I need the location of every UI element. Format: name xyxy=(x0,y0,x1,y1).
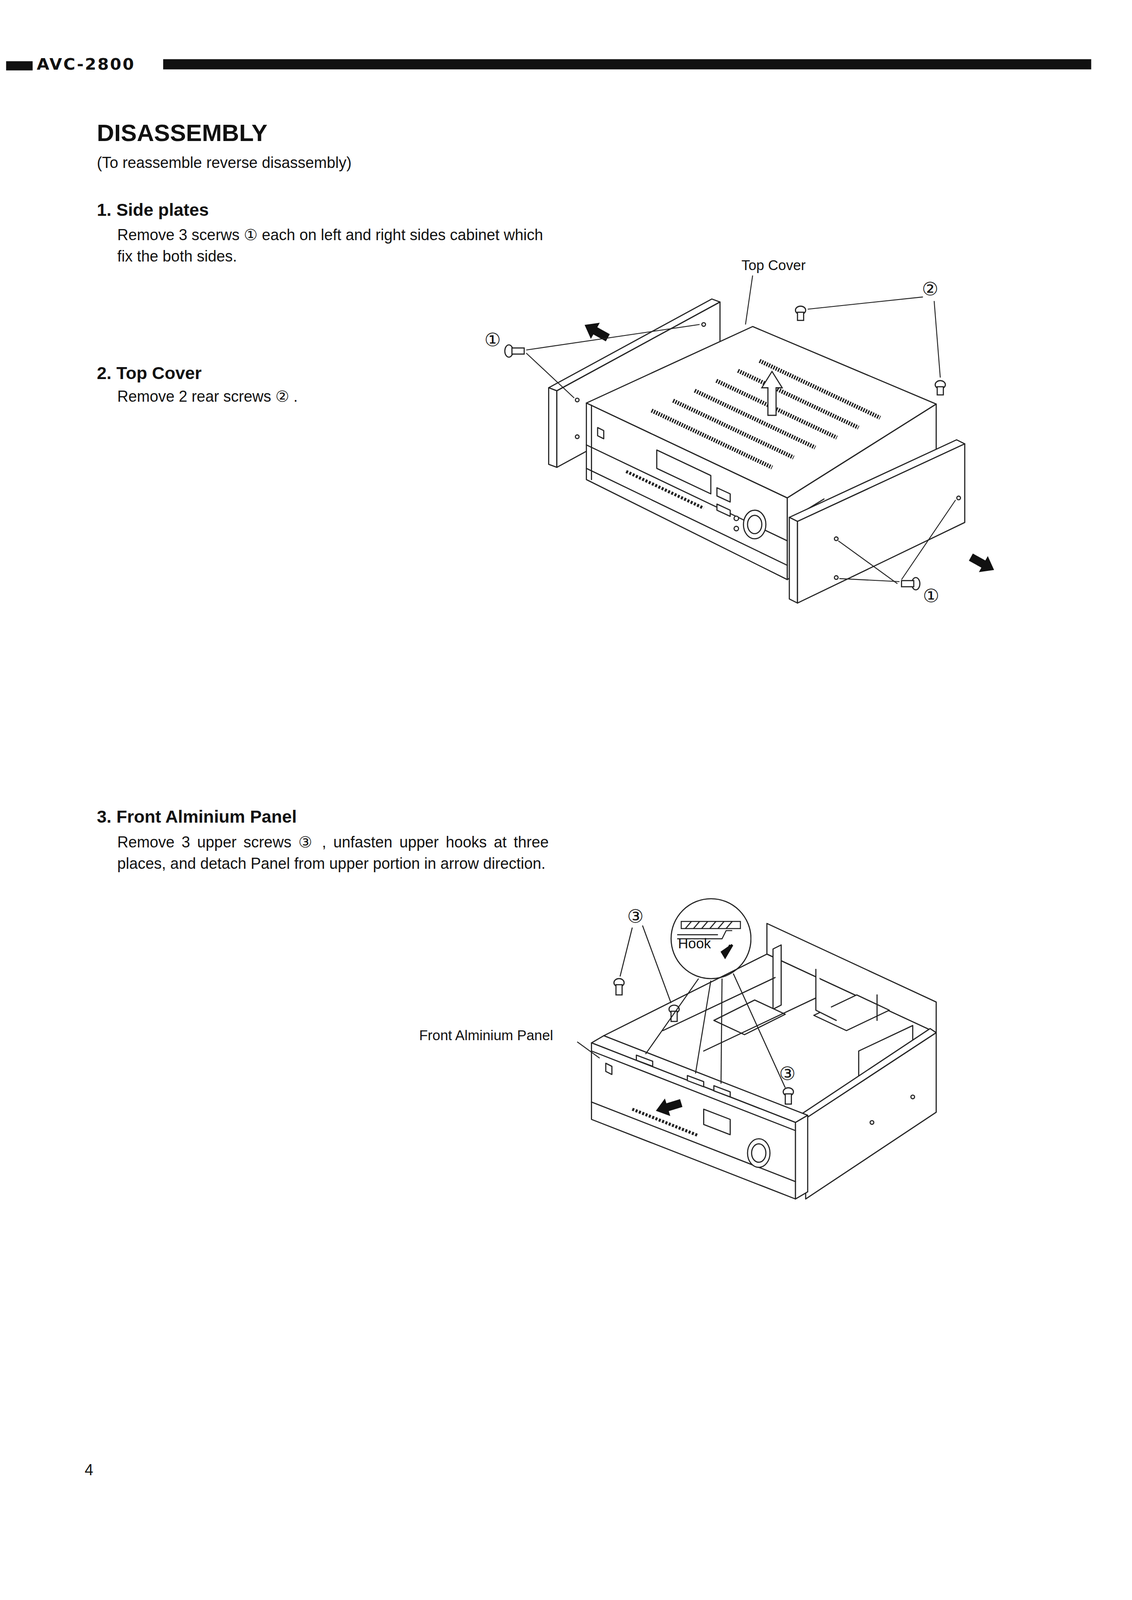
page-title: DISASSEMBLY xyxy=(96,119,268,147)
detail-inset-circle: Hook xyxy=(670,897,752,980)
model-name: AVC-2800 xyxy=(36,55,136,74)
callout-number: ① xyxy=(923,585,940,607)
step-text: Remove 3 scerws ① each on left and right… xyxy=(117,224,562,267)
part-name: Front Alminium Panel xyxy=(419,1026,554,1044)
callout-number: ③ xyxy=(779,1062,796,1084)
step-text: Remove 2 rear screws ② . xyxy=(117,387,298,405)
callout-number: ① xyxy=(484,329,502,351)
step-heading: 2. Top Cover xyxy=(96,363,202,384)
callout-number: ② xyxy=(921,278,939,300)
part-name: Top Cover xyxy=(741,257,806,274)
page-number: 4 xyxy=(84,1460,94,1479)
step-heading: 3. Front Alminium Panel xyxy=(96,806,297,827)
inset-label: Hook xyxy=(677,935,711,952)
step-heading: 1. Side plates xyxy=(96,199,209,220)
step-text: Remove 3 upper screws ③ , unfasten upper… xyxy=(117,831,549,874)
subtitle-note: (To reassemble reverse disassembly) xyxy=(96,153,352,172)
callout-number: ③ xyxy=(627,905,644,927)
